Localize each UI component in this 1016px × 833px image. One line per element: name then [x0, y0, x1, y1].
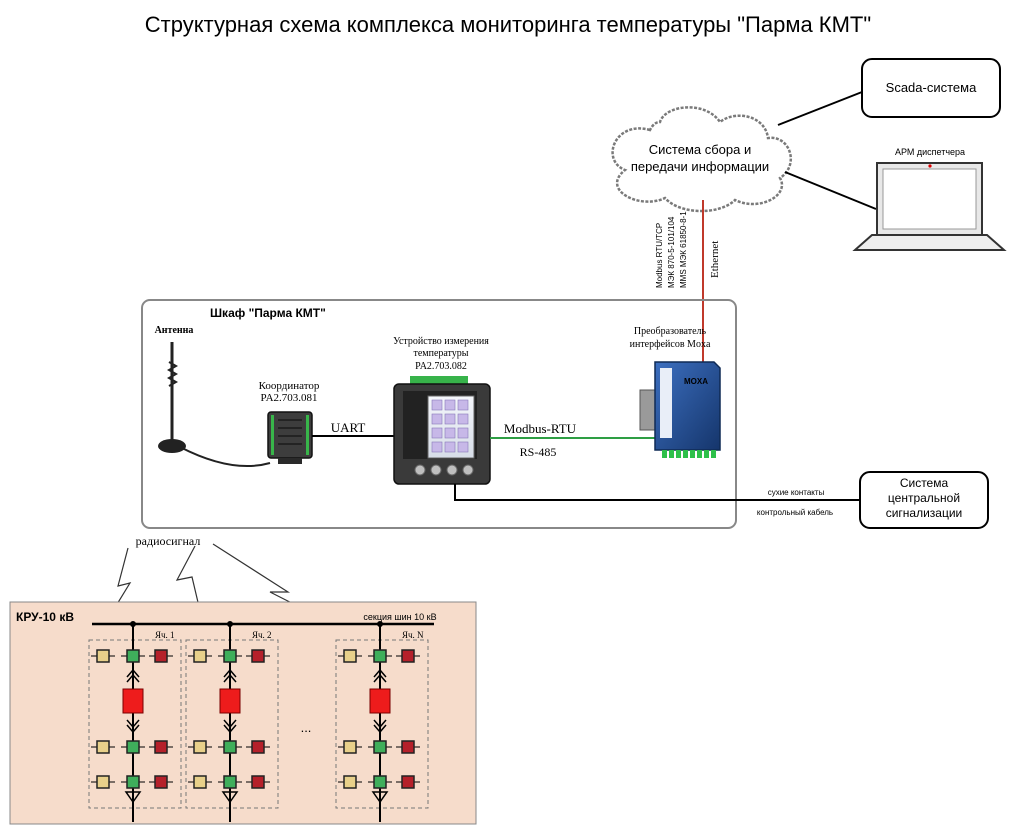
sensor-icon	[96, 775, 110, 789]
sensor-icon	[126, 740, 140, 754]
uart-label: UART	[331, 420, 366, 435]
cable-terminal-icon	[221, 791, 239, 804]
rs485-label: RS-485	[520, 445, 557, 459]
coordinator-device: Координатор PA2.703.081	[259, 380, 320, 464]
sensor-icon	[343, 649, 357, 663]
protocol-2: МЭК 870-5-101/104	[667, 216, 676, 288]
cloud-scada-link	[777, 91, 863, 126]
signal-cable	[454, 484, 860, 501]
sensor-icon	[154, 775, 168, 789]
sensor-icon	[251, 775, 265, 789]
cloud-arm-link	[784, 171, 877, 210]
cable-terminal-icon	[371, 791, 389, 804]
converter-line1: Преобразователь	[634, 326, 707, 337]
measuring-device: Устройство измерения температуры PA2.703…	[393, 336, 491, 485]
scada-system: Scada-система	[861, 58, 1001, 118]
diagram-title: Структурная схема комплекса мониторинга …	[145, 12, 871, 37]
sensor-icon	[126, 775, 140, 789]
measure-line3: PA2.703.082	[415, 361, 467, 372]
sensor-icon	[343, 740, 357, 754]
cell-label: Яч. 2	[252, 630, 272, 640]
control-cable-label: контрольный кабель	[757, 508, 833, 517]
sensor-icon	[126, 649, 140, 663]
laptop-icon: АРМ диспетчера	[852, 147, 1007, 251]
sensor-icon	[401, 775, 415, 789]
antenna-icon: Антенна	[155, 325, 271, 468]
sensor-icon	[154, 649, 168, 663]
sensor-icon	[343, 775, 357, 789]
signal-system-line1: Система	[900, 476, 949, 490]
cabinet: Шкаф "Парма КМТ"	[141, 299, 737, 529]
kru-ellipsis: ...	[301, 720, 312, 735]
cloud-line2: передачи информации	[631, 159, 769, 174]
kru-cell: Яч. N	[335, 621, 429, 822]
signal-system-line3: сигнализации	[886, 506, 963, 520]
converter-line2: интерфейсов Moxa	[630, 339, 711, 350]
scada-label: Scada-система	[886, 80, 977, 95]
signal-system-line2: центральной	[888, 491, 960, 505]
sensor-icon	[96, 740, 110, 754]
sensor-icon	[96, 649, 110, 663]
cloud-data-system: Система сбора и передачи информации	[611, 106, 792, 213]
sensor-icon	[251, 649, 265, 663]
dry-contacts-label: сухие контакты	[768, 488, 825, 497]
cell-label: Яч. N	[402, 630, 424, 640]
breaker-icon	[219, 688, 241, 714]
coordinator-line1: Координатор	[259, 380, 320, 392]
coordinator-line2: PA2.703.081	[260, 392, 317, 404]
sensor-icon	[251, 740, 265, 754]
cloud-line1: Система сбора и	[649, 142, 751, 157]
kru-cell: Яч. 1	[88, 621, 182, 822]
ethernet-label: Ethernet	[709, 241, 721, 278]
protocol-3: MMS МЭК 61850-8-1	[679, 211, 688, 288]
sensor-icon	[154, 740, 168, 754]
protocol-list: Modbus RTU/TCP МЭК 870-5-101/104 MMS МЭК…	[655, 211, 688, 288]
arm-label: АРМ диспетчера	[895, 147, 965, 157]
sensor-icon	[223, 649, 237, 663]
cable-terminal-icon	[124, 791, 142, 804]
sensor-icon	[401, 649, 415, 663]
radio-label: радиосигнал	[136, 534, 201, 548]
sensor-icon	[193, 649, 207, 663]
sensor-icon	[373, 740, 387, 754]
sensor-icon	[401, 740, 415, 754]
modbus-label: Modbus-RTU	[504, 421, 577, 436]
kru-cell: Яч. 2	[185, 621, 279, 822]
sensor-icon	[373, 649, 387, 663]
kru-panel: КРУ-10 кВ секция шин 10 кВ ...	[9, 601, 477, 825]
breaker-icon	[122, 688, 144, 714]
sensor-icon	[193, 740, 207, 754]
antenna-label: Антенна	[155, 325, 194, 336]
breaker-icon	[369, 688, 391, 714]
kru-label: КРУ-10 кВ	[16, 610, 74, 624]
protocol-1: Modbus RTU/TCP	[655, 223, 664, 288]
central-signalization-system: Система центральной сигнализации	[859, 471, 989, 529]
cabinet-label: Шкаф "Парма КМТ"	[210, 306, 326, 320]
sensor-icon	[223, 775, 237, 789]
measure-line2: температуры	[413, 348, 468, 359]
sensor-icon	[223, 740, 237, 754]
cell-label: Яч. 1	[155, 630, 175, 640]
sensor-icon	[193, 775, 207, 789]
moxa-logo: MOXA	[684, 377, 708, 386]
measure-line1: Устройство измерения	[393, 336, 489, 347]
moxa-converter: Преобразователь интерфейсов Moxa MOXA	[630, 326, 721, 458]
sensor-icon	[373, 775, 387, 789]
bus-label: секция шин 10 кВ	[363, 612, 436, 622]
